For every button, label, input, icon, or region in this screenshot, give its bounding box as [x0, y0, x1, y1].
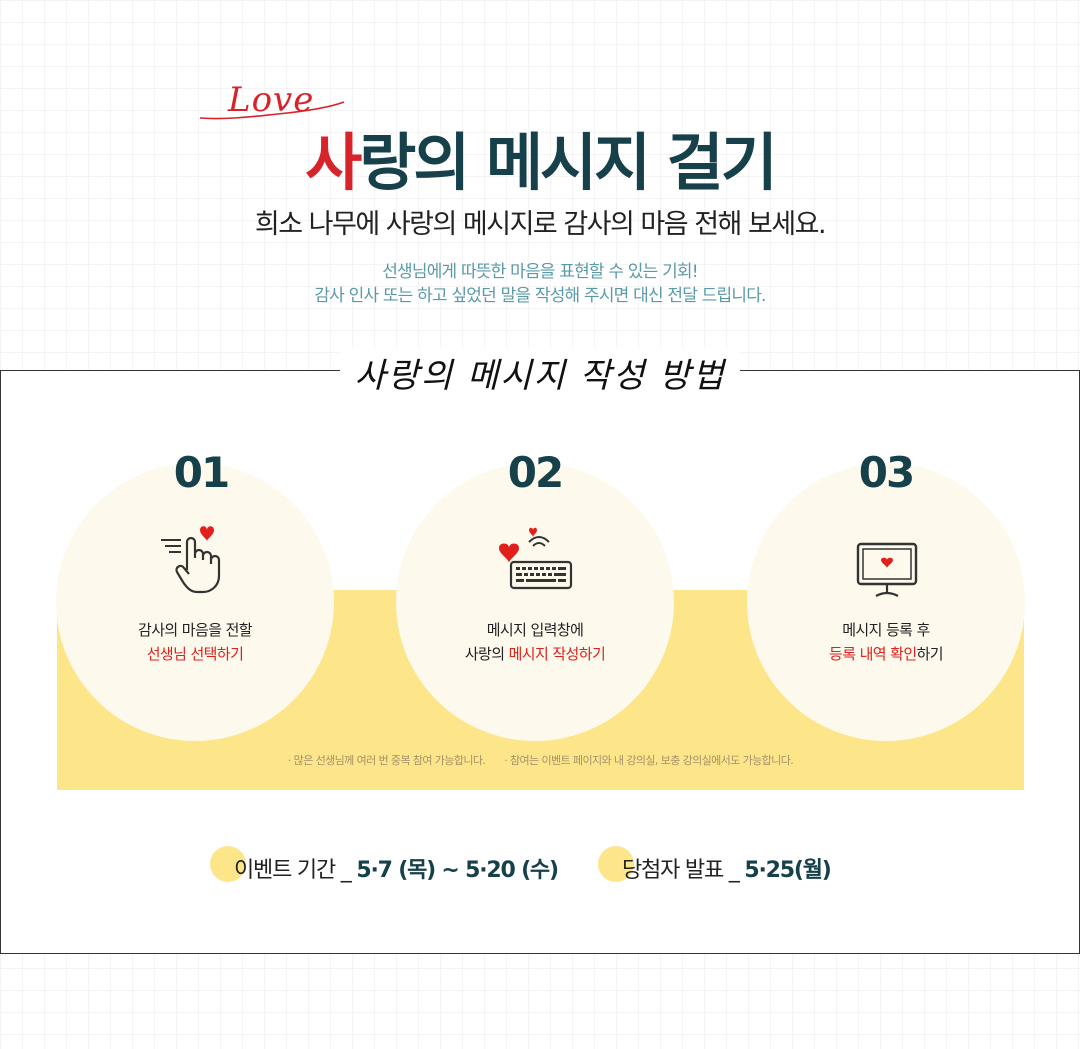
description-line-1: 선생님에게 따뜻한 마음을 표현할 수 있는 기회!: [382, 262, 698, 282]
period-dot-icon: [210, 846, 246, 882]
description: 선생님에게 따뜻한 마음을 표현할 수 있는 기회! 감사 인사 또는 하고 싶…: [0, 260, 1080, 308]
step-1-number: 01: [173, 448, 230, 497]
step-3-circle: [747, 463, 1025, 741]
step-3-text: 메시지 등록 후 등록 내역 확인하기: [747, 618, 1025, 666]
hand-heart-icon: [56, 518, 334, 608]
keyboard-heart-icon: [396, 518, 674, 608]
announce-label: 당첨자 발표 _: [622, 858, 745, 883]
event-period: 이벤트 기간 _ 5·7 (목) ~ 5·20 (수): [234, 852, 559, 884]
description-line-2: 감사 인사 또는 하고 싶었던 말을 작성해 주시면 대신 전달 드립니다.: [314, 286, 766, 306]
step-2-circle: [396, 463, 674, 741]
step-1-circle: [56, 463, 334, 741]
subtitle: 희소 나무에 사랑의 메시지로 감사의 마음 전해 보세요.: [254, 209, 827, 240]
announce-dot-icon: [598, 846, 634, 882]
winner-announce: 당첨자 발표 _ 5·25(월): [622, 852, 832, 884]
step-2-number: 02: [507, 448, 564, 497]
step-1-line-2-red: 선생님 선택하기: [146, 645, 244, 663]
step-2-line-1: 메시지 입력창에: [486, 621, 584, 639]
step-3-line-2-red: 등록 내역 확인: [829, 645, 917, 663]
section-title: 사랑의 메시지 작성 방법: [340, 348, 740, 418]
step-2-text: 메시지 입력창에 사랑의 메시지 작성하기: [396, 618, 674, 666]
announce-value: 5·25(월): [744, 858, 831, 883]
step-1-line-1: 감사의 마음을 전할: [138, 621, 253, 639]
step-3-line-1: 메시지 등록 후: [842, 621, 930, 639]
step-2-line-2-red: 메시지 작성하기: [508, 645, 606, 663]
title-red-part: 사: [305, 126, 362, 199]
love-script-logo: Love: [198, 80, 348, 128]
note-1: · 많은 선생님께 여러 번 중복 참여 가능합니다.: [287, 754, 486, 767]
title-rest: 랑의 메시지 걸기: [359, 126, 777, 199]
step-1-text: 감사의 마음을 전할 선생님 선택하기: [56, 618, 334, 666]
monitor-heart-icon: [747, 518, 1025, 608]
event-period-label: 이벤트 기간 _: [234, 858, 357, 883]
love-underline-icon: [199, 101, 345, 120]
step-3-line-2-rest: 하기: [916, 645, 944, 663]
page-title: 사랑의 메시지 걸기: [0, 112, 1080, 202]
step-3-number: 03: [858, 448, 915, 497]
note-2: · 참여는 이벤트 페이지와 내 강의실, 보충 강의실에서도 가능합니다.: [504, 754, 794, 767]
step-2-line-2-prefix: 사랑의: [464, 645, 509, 663]
event-period-value: 5·7 (목) ~ 5·20 (수): [356, 858, 559, 883]
love-script-text: Love: [228, 80, 315, 120]
notes: · 많은 선생님께 여러 번 중복 참여 가능합니다. · 참여는 이벤트 페이…: [57, 752, 1024, 768]
